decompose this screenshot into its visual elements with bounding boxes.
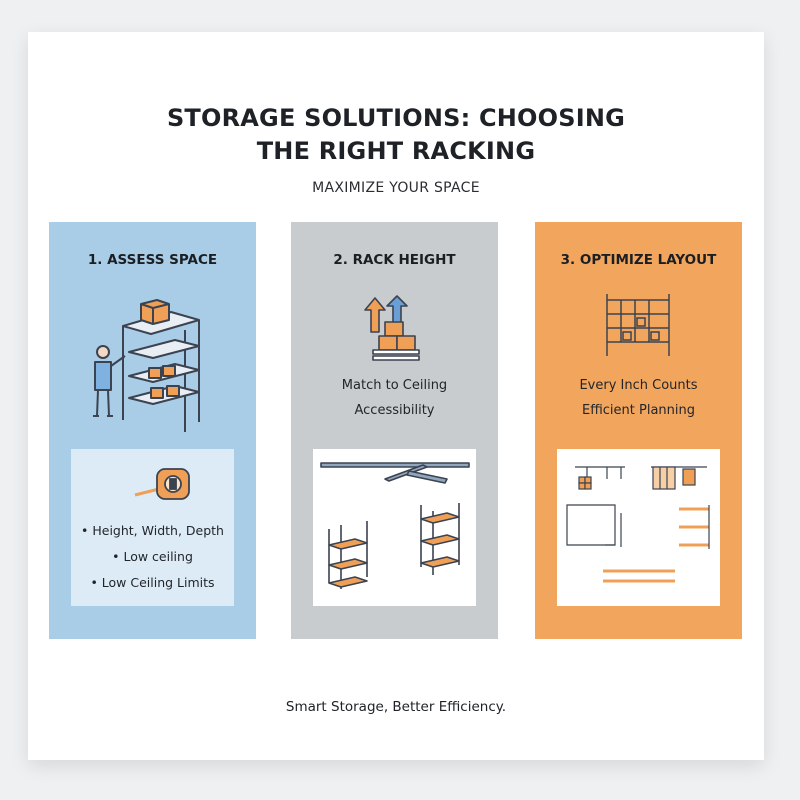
panel-title-optimize-layout: 3. OPTIMIZE LAYOUT	[560, 252, 717, 268]
panel-title-rack-height: 2. RACK HEIGHT	[333, 252, 456, 268]
boxes-on-pallet-with-arrows-icon	[364, 295, 420, 361]
page-subtitle: MAXIMIZE YOUR SPACE	[312, 180, 480, 196]
panel-rack-height: 2. RACK HEIGHT Match to Ceiling Accessib…	[291, 222, 498, 639]
person-with-loaded-shelf-icon	[93, 299, 200, 432]
description-line: Efficient Planning	[581, 403, 695, 418]
optimize-layout-description: Every Inch Counts Efficient Planning	[535, 373, 742, 423]
page-title: STORAGE SOLUTIONS: CHOOSING THE RIGHT RA…	[28, 102, 764, 168]
assess-space-card: • Height, Width, Depth • Low ceiling • L…	[71, 449, 234, 606]
bullet-item: • Low ceiling	[112, 549, 193, 564]
title-line-1: STORAGE SOLUTIONS: CHOOSING	[166, 104, 626, 132]
panel-title-assess-space: 1. ASSESS SPACE	[87, 252, 218, 268]
description-line: Match to Ceiling	[341, 378, 448, 393]
panel-optimize-layout: 3. OPTIMIZE LAYOUT Every Inch Counts Eff…	[535, 222, 742, 639]
footer-tagline: Smart Storage, Better Efficiency.	[285, 699, 507, 715]
bullet-item: • Low Ceiling Limits	[90, 575, 215, 590]
grid-rack-icon	[606, 294, 670, 356]
infographic-sheet: STORAGE SOLUTIONS: CHOOSING THE RIGHT RA…	[28, 32, 764, 760]
rack-height-diagram	[320, 462, 470, 589]
optimize-layout-card	[557, 449, 720, 606]
description-line: Accessibility	[354, 403, 435, 418]
description-line: Every Inch Counts	[579, 378, 698, 393]
panel-assess-space: 1. ASSESS SPACE	[49, 222, 256, 639]
rack-height-card	[313, 449, 476, 606]
floor-plan-diagram	[566, 466, 710, 583]
bullet-item: • Height, Width, Depth	[81, 523, 224, 538]
rack-height-description: Match to Ceiling Accessibility	[291, 373, 498, 423]
tape-measure-icon	[134, 468, 190, 500]
title-line-2: THE RIGHT RACKING	[256, 137, 536, 165]
assess-space-bullets: • Height, Width, Depth • Low ceiling • L…	[71, 518, 234, 596]
